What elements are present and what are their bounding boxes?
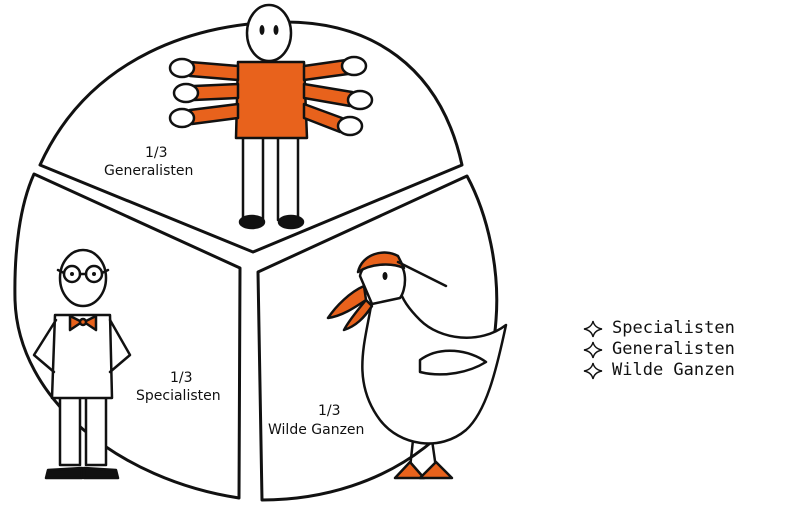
legend-label: Generalisten xyxy=(612,339,735,359)
label-wilde-ganzen-fraction: 1/3 xyxy=(318,403,341,419)
four-point-star-outline-icon xyxy=(583,341,603,358)
label-generalisten-name: Generalisten xyxy=(104,163,193,179)
four-point-star-outline-icon xyxy=(583,320,603,337)
label-wilde-ganzen: 1/3 Wilde Ganzen xyxy=(268,403,364,438)
generalist-figure-icon xyxy=(168,3,374,230)
legend-item: Wilde Ganzen xyxy=(582,360,735,381)
four-point-star-outline-icon xyxy=(583,362,603,379)
legend-label: Wilde Ganzen xyxy=(612,360,735,380)
legend-item: Specialisten xyxy=(582,318,735,339)
legend-label: Specialisten xyxy=(612,318,735,338)
goose-icon xyxy=(326,251,508,480)
label-wilde-ganzen-name: Wilde Ganzen xyxy=(268,422,364,438)
label-specialisten-fraction: 1/3 xyxy=(170,370,193,386)
legend: Specialisten Generalisten Wilde Ganzen xyxy=(582,318,735,381)
label-generalisten: 1/3 Generalisten xyxy=(104,145,193,179)
label-specialisten-name: Specialisten xyxy=(136,388,221,404)
legend-item: Generalisten xyxy=(582,339,735,360)
label-generalisten-fraction: 1/3 xyxy=(145,145,168,161)
specialist-figure-icon xyxy=(32,248,132,480)
label-specialisten: 1/3 Specialisten xyxy=(136,370,221,404)
